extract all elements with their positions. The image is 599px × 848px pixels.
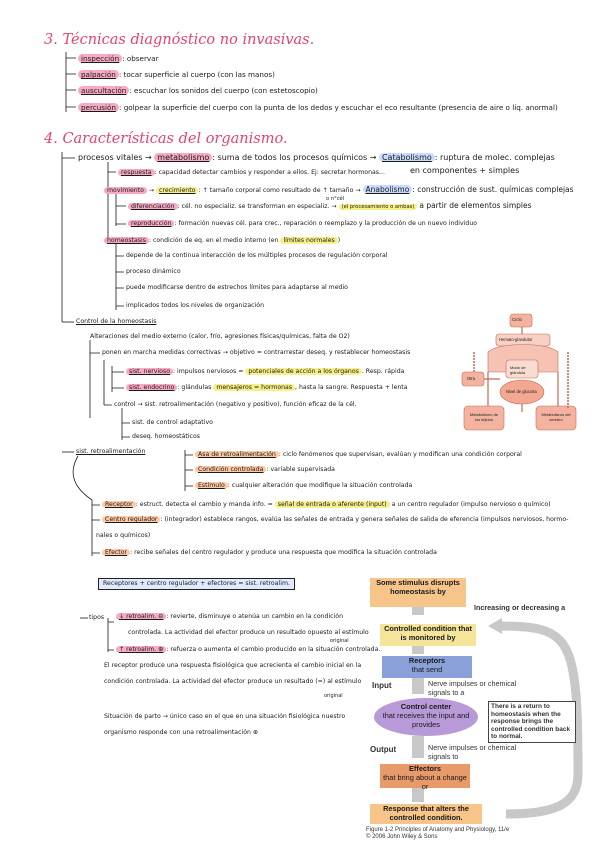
list-item: implicados todos los niveles de organiza… <box>126 302 264 309</box>
return-note: There is a return to homeostasis when th… <box>488 701 576 743</box>
feedback-loop-figure: Some stimulus disrupts homeostasis by In… <box>366 574 592 846</box>
fig-label: Otra <box>467 376 476 381</box>
procesos-vitales: procesos vitales → metabolismo: suma de … <box>78 153 555 162</box>
pos-line-3: condición controlada. La actividad del e… <box>104 678 362 685</box>
cond-line: Condición controlada: variable supervisa… <box>195 466 335 474</box>
list-item: percusión: golpear la superficie del cue… <box>78 103 558 112</box>
alteraciones: Alteraciones del medio externo (calor, f… <box>90 333 350 340</box>
adaptativo: sist. de control adaptativo <box>132 419 213 426</box>
figure-caption: Figure 1-2 Principles of Anatomy and Phy… <box>366 827 510 833</box>
pos-line-2: El receptor produce una respuesta fisiol… <box>104 662 362 669</box>
output-note: Nerve impulses or chemical signals to <box>428 743 517 761</box>
list-item: inspección: observar <box>78 54 159 63</box>
feedback-arrows <box>412 607 583 819</box>
section-4-title: 4. Características del organismo. <box>44 131 288 147</box>
list-item: palpación: tocar superficie al cuerpo (c… <box>78 70 275 79</box>
figure-copyright: © 2006 John Wiley & Sons <box>366 834 438 840</box>
stimulus-box: Some stimulus disrupts homeostasis by <box>370 578 466 607</box>
figure-drawing <box>461 313 577 431</box>
output-label: Output <box>370 745 397 754</box>
fig-label: Nivel de glucosa <box>506 389 537 394</box>
list-item: puede modificarse dentro de estrechos lí… <box>126 284 348 291</box>
tipos-label: tipos <box>89 614 105 621</box>
original-note: original <box>324 693 343 699</box>
section-3-title: 3. Técnicas diagnóstico no invasivas. <box>44 32 315 48</box>
nervioso-line: sist. nervioso: impulsos nerviosos = pot… <box>126 368 404 376</box>
receptor-line: Receptor: estruct. detecta el cambio y m… <box>102 501 551 509</box>
fig-label: Hemato-glandular <box>499 337 533 342</box>
parto-line-2: organismo responde con una retroalimenta… <box>104 729 259 736</box>
fig-label: Metabolismo de los tejidos <box>469 412 499 422</box>
neg-line: ↓ retroalim. ⊖: revierte, disminuye o at… <box>116 613 343 621</box>
endocrino-line: sist. endocrino: glándulas mensajeros = … <box>126 384 408 392</box>
medidas: ponen en marcha medidas correctivas → ob… <box>102 349 411 356</box>
control-homeostasis: Control de la homeostasis <box>76 318 157 325</box>
movimiento-line: movimiento → crecimiento: ↑ tamaño corpo… <box>104 185 574 195</box>
controlled-condition-box: Controlled condition that is monitored b… <box>380 624 476 646</box>
reproduccion-line: reproducción: formación nuevas cél. para… <box>128 220 477 228</box>
response-box: Response that alters the controlled cond… <box>370 804 482 824</box>
catabolismo-cont: en componentes + simples <box>410 166 520 175</box>
control-line: control → sist. retroalimentación (negat… <box>114 401 357 408</box>
diferenciacion-line: diferenciación: cél. no especializ. se t… <box>128 202 532 211</box>
estimulo-line: Estímulo: cualquier alteración que modif… <box>195 482 412 490</box>
centro-line-2: nales o químicos) <box>96 532 151 539</box>
deseq: deseq. homeostáticos <box>132 433 200 440</box>
retro-title: sist. retroalimentación <box>76 448 146 455</box>
glucose-regulation-figure: Ciclo Hemato-glandular Modo de glándula … <box>458 312 582 432</box>
input-label: Input <box>372 681 392 690</box>
centro-line: Centro regulador: (integrador) establece… <box>102 516 568 524</box>
list-item: proceso dinámico <box>126 268 181 275</box>
homeostasis-line: homeostasis: condición de eq. en el medi… <box>104 237 340 245</box>
input-note: Nerve impulses or chemical signals to a <box>428 679 517 697</box>
fig-label: Metabolismo del cerebro <box>541 412 571 422</box>
pos-line: ↑ retroalim. ⊕: refuerza o aumenta el ca… <box>116 646 380 654</box>
fig-top-label: Ciclo <box>512 317 523 322</box>
list-item: depende de la continua interacción de lo… <box>126 252 388 259</box>
respuesta-line: respuesta: capacidad detectar cambios y … <box>118 169 385 177</box>
fig-label: Modo de glándula <box>510 365 526 375</box>
asa-line: Asa de retroalimentación: ciclo fenómeno… <box>195 451 522 459</box>
cel-note: o n°cél <box>326 196 345 202</box>
formula-box: Receptores + centro regulador + efectore… <box>98 578 295 590</box>
inc-dec-label: Increasing or decreasing a <box>474 603 566 612</box>
list-item: auscultación: escuchar los sonidos del c… <box>78 86 318 95</box>
efector-line: Efector: recibe señales del centro regul… <box>102 549 437 557</box>
neg-line-2: controlada. La actividad del efector pro… <box>128 629 369 636</box>
parto-line: Situación de parto → único caso en el qu… <box>104 713 346 720</box>
original-note: original <box>330 638 349 644</box>
